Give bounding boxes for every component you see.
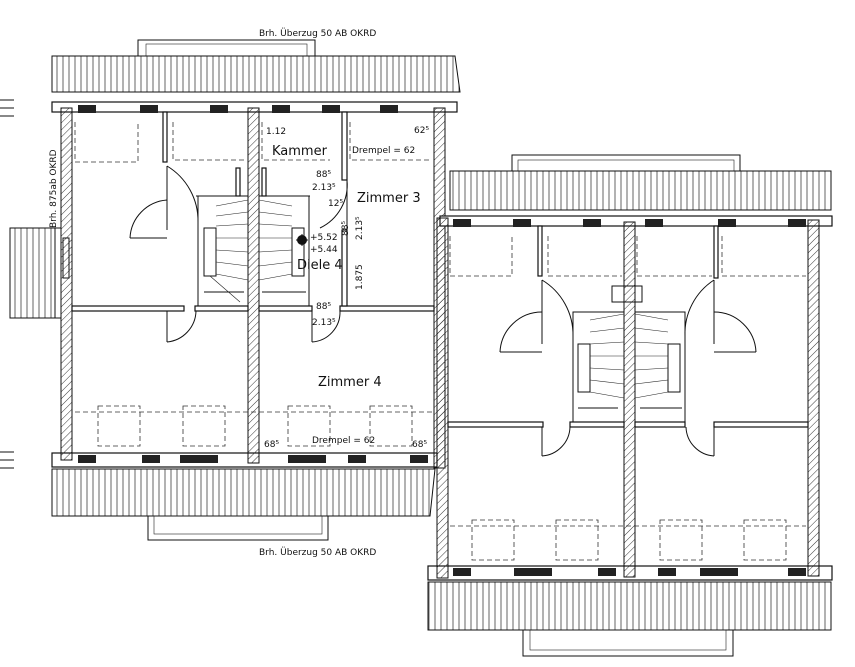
wall-interior-v5 xyxy=(261,167,267,197)
room-label-diele: Diele 4 xyxy=(297,258,343,273)
doors-left xyxy=(129,165,348,343)
left-building xyxy=(0,39,461,541)
windows-bottom xyxy=(78,455,428,463)
wall-interior-v1 xyxy=(162,111,168,163)
roof-top-right xyxy=(449,170,832,211)
dim-plus-5-52: +5.52 xyxy=(310,233,338,243)
dim-2-135-c: 2.13⁵ xyxy=(312,318,336,328)
drempel-label-top: Drempel = 62 xyxy=(352,146,415,156)
wall-north-right xyxy=(439,215,833,227)
staircase-right xyxy=(258,195,310,307)
roof-bottom-right xyxy=(427,581,832,631)
windows-top xyxy=(78,105,398,113)
bottom-beam-label: Brh. Überzug 50 AB OKRD xyxy=(259,547,376,558)
party-wall-right xyxy=(623,221,636,578)
dim-12-5: 12⁵ xyxy=(328,199,343,209)
dim-88-5-c: 88⁵ xyxy=(316,302,331,312)
wall-west xyxy=(60,107,73,461)
windows-bottom-right xyxy=(453,568,806,576)
dim-2-135-a: 2.13⁵ xyxy=(312,183,336,193)
room-label-kammer: Kammer xyxy=(272,144,328,159)
wall-east-right xyxy=(807,219,820,577)
bottom-dormer-right xyxy=(522,629,734,657)
dim-68-5-right: 68⁵ xyxy=(412,440,427,450)
right-building xyxy=(427,154,833,657)
dim-62-5: 62⁵ xyxy=(414,126,429,136)
wall-interior-h4 xyxy=(339,305,435,312)
wall-interior-v3 xyxy=(341,229,348,307)
wall-interior-h3 xyxy=(258,305,313,312)
staircase-left xyxy=(197,195,249,307)
dim-88-5-b: 88⁵ xyxy=(341,221,351,236)
wall-interior-h2 xyxy=(194,305,249,312)
windows-top-right xyxy=(453,219,806,227)
side-beam-label: Brh. 875ab OKRD xyxy=(49,149,59,228)
top-dormer-right xyxy=(511,154,741,172)
staircase-right-right xyxy=(634,311,686,423)
party-wall xyxy=(247,107,260,464)
room-label-zimmer4: Zimmer 4 xyxy=(318,375,382,390)
dim-88-5-a: 88⁵ xyxy=(316,170,331,180)
dashed-lines-right xyxy=(449,236,806,561)
roof-bottom-left xyxy=(51,468,436,517)
dashed-lines-left xyxy=(74,122,432,447)
balcony-left xyxy=(9,227,56,319)
bottom-dormer-outline xyxy=(147,515,329,541)
dim-1-875: 1.875 xyxy=(355,264,365,290)
dim-2-135-b: 2.13⁵ xyxy=(355,216,365,240)
wall-west-right xyxy=(436,217,449,579)
roof-top-left xyxy=(51,55,461,93)
doors-right xyxy=(499,279,757,457)
drempel-label-bottom: Drempel = 62 xyxy=(312,436,375,446)
wall-interior-v2 xyxy=(341,111,348,181)
dim-1-12: 1.12 xyxy=(266,127,286,137)
wall-interior-v4 xyxy=(235,167,241,197)
top-beam-label: Brh. Überzug 50 AB OKRD xyxy=(259,28,376,39)
wall-south xyxy=(51,452,438,468)
top-dormer-outline xyxy=(137,39,316,57)
dim-68-5-left: 68⁵ xyxy=(264,440,279,450)
wall-interior-h1 xyxy=(71,305,185,312)
dim-plus-5-44: +5.44 xyxy=(310,245,338,255)
staircase-left-right xyxy=(572,311,625,423)
room-label-zimmer3: Zimmer 3 xyxy=(357,191,421,206)
